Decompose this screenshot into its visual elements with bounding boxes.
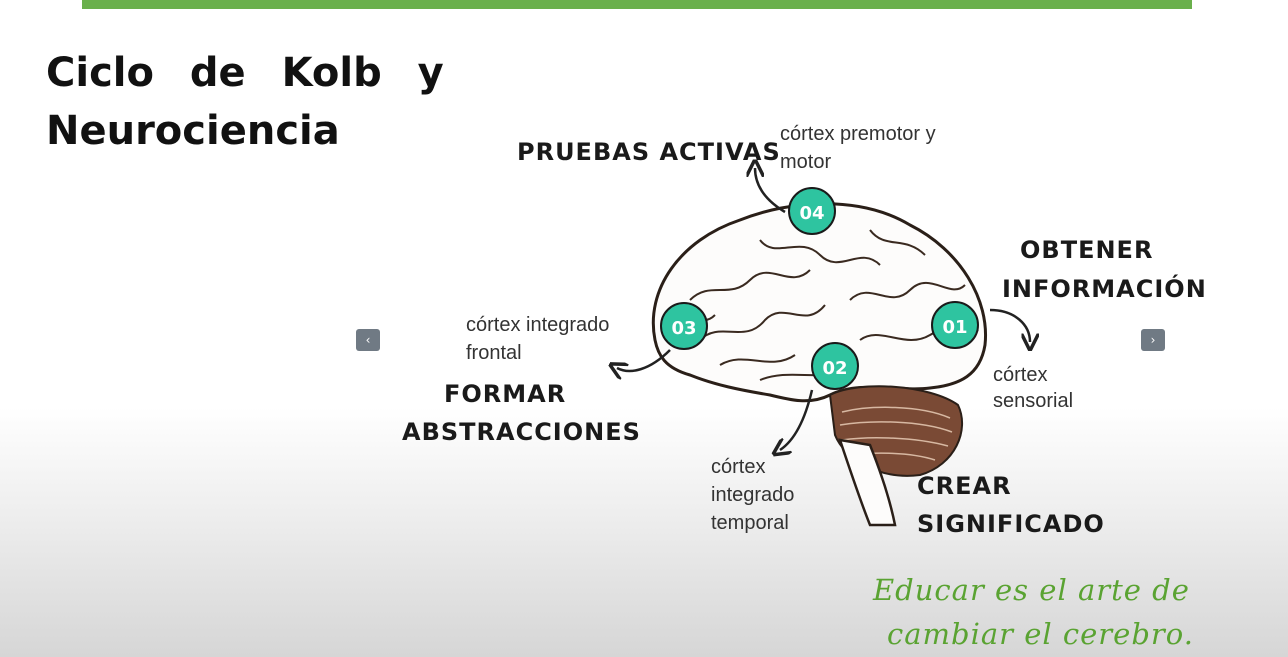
step-04-region-line1: córtex premotor y — [780, 123, 936, 145]
step-01-region-line1: córtex — [993, 364, 1048, 386]
step-02-region-line1: córtex — [711, 456, 766, 478]
step-number-01: 01 — [942, 317, 967, 338]
step-badge-04: 04 — [788, 187, 836, 235]
step-03-action-line1: FORMAR — [444, 380, 567, 408]
quote-line2: cambiar el cerebro. — [887, 617, 1194, 651]
step-03-region-line1: córtex integrado — [466, 314, 610, 336]
step-01-region-line2: sensorial — [993, 390, 1074, 412]
step-03-action-line2: ABSTRACCIONES — [402, 418, 641, 446]
step-01-action-line1: OBTENER — [1020, 236, 1154, 264]
step-badge-01: 01 — [931, 301, 979, 349]
next-slide-button[interactable]: › — [1141, 329, 1165, 351]
step-01-action-line2: INFORMACIÓN — [1002, 275, 1207, 303]
step-03-region-line2: frontal — [466, 342, 522, 364]
top-accent-bar — [82, 0, 1192, 9]
step-04-action: PRUEBAS ACTIVAS — [517, 138, 781, 166]
slide-title-line2: Neurociencia — [46, 108, 340, 154]
arrow-01 — [989, 308, 1030, 342]
brain-stem — [838, 438, 897, 527]
step-badge-02: 02 — [811, 342, 859, 390]
step-02-region-line3: temporal — [711, 512, 789, 534]
step-04-region-line2: motor — [780, 151, 832, 173]
step-number-03: 03 — [671, 318, 696, 339]
brain-outline — [651, 202, 988, 403]
slide-title-line1: Ciclo de Kolb y — [46, 50, 444, 96]
arrow-04 — [755, 168, 786, 214]
step-02-action-line2: SIGNIFICADO — [917, 510, 1105, 538]
step-02-region-line2: integrado — [711, 484, 795, 506]
quote-line1: Educar es el arte de — [873, 573, 1190, 607]
arrow-02 — [780, 389, 814, 450]
step-badge-03: 03 — [660, 302, 708, 350]
step-number-02: 02 — [822, 358, 847, 379]
arrow-03 — [617, 349, 671, 371]
step-number-04: 04 — [799, 203, 824, 224]
prev-slide-button[interactable]: ‹ — [356, 329, 380, 351]
step-02-action-line1: CREAR — [917, 472, 1012, 500]
